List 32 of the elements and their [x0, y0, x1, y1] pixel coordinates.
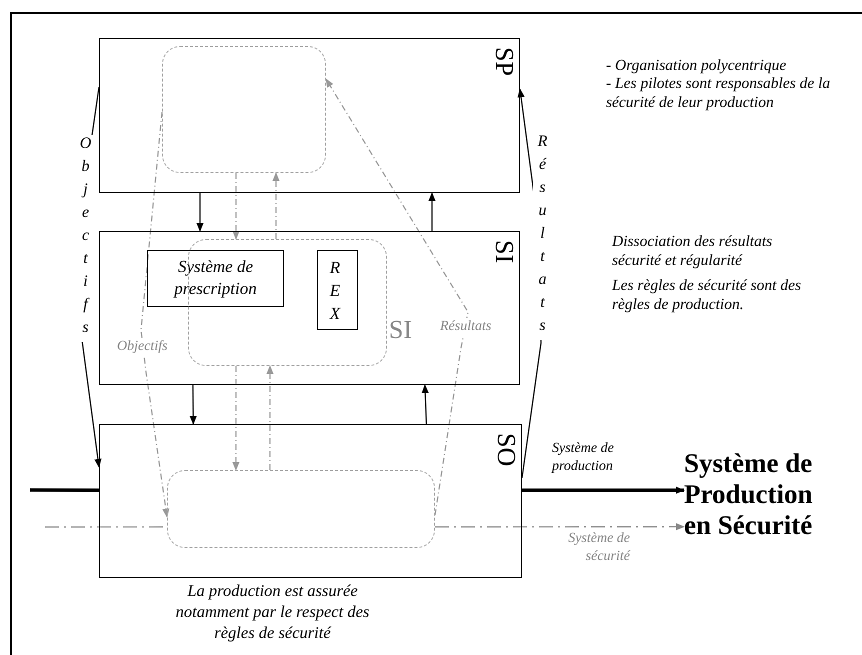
- layer-label: SI: [491, 240, 517, 264]
- edge-label: Résultats: [440, 318, 492, 336]
- layer-box: [99, 424, 522, 578]
- note-text: La production est assurée notamment par le respect des règles de sécurité: [174, 580, 370, 643]
- note-text: - Organisation polycentrique: [606, 56, 788, 75]
- note-text: Dissociation des résultats sécurité et régularité: [612, 232, 774, 270]
- edge-label: Objectifs: [117, 338, 168, 356]
- arrow: [140, 112, 170, 518]
- arrow: [422, 384, 429, 424]
- layer-box: [99, 38, 520, 193]
- arrow: [272, 172, 280, 239]
- arrow: [522, 486, 685, 494]
- box-label: Système de prescription: [172, 256, 258, 300]
- arrow: [232, 173, 240, 240]
- arrow: [190, 385, 197, 425]
- process-box: [147, 250, 284, 307]
- arrow: [325, 78, 469, 516]
- dashed-rounded-box: [167, 470, 435, 548]
- layer-label: SO: [493, 433, 519, 466]
- arrow: [196, 193, 204, 232]
- box-label: SI: [388, 317, 412, 343]
- layer-label: SP: [491, 47, 517, 76]
- arrow: [435, 523, 685, 530]
- box-label: R E X: [328, 257, 342, 325]
- dashed-rounded-box: [162, 46, 326, 173]
- note-text: Les règles de sécurité sont des règles de production.: [612, 276, 802, 314]
- process-box: [317, 250, 358, 330]
- arrow: [266, 365, 274, 470]
- arrow: [428, 192, 436, 231]
- result-title: Système de Production en Sécurité: [684, 448, 814, 541]
- note-text: - Les pilotes sont responsables de la sécurité de leur production: [606, 74, 831, 112]
- arrow: [232, 366, 240, 471]
